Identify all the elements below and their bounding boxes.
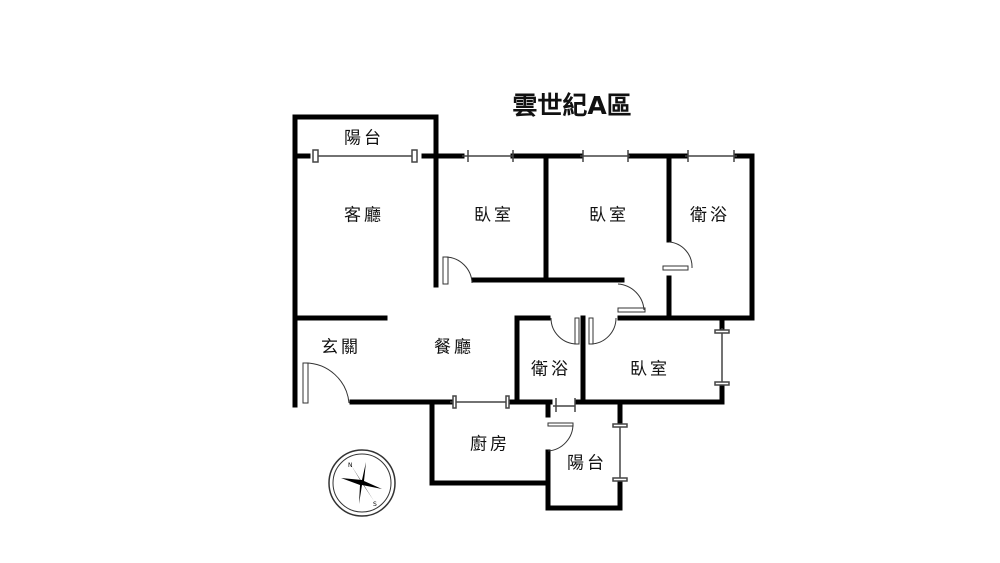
- room-balcony-top: 陽台: [344, 128, 384, 149]
- room-bedroom-2: 臥室: [589, 205, 629, 226]
- room-bathroom-2: 衛浴: [531, 359, 571, 380]
- compass-north: N: [348, 462, 353, 469]
- doors: [302, 241, 693, 452]
- plan-title: 雲世紀A區: [512, 91, 632, 120]
- room-bathroom-1: 衛浴: [690, 205, 730, 226]
- room-dining-room: 餐廳: [434, 337, 474, 358]
- compass-south: S: [373, 501, 377, 508]
- room-living-room: 客廳: [344, 205, 384, 226]
- compass-icon: N S: [328, 449, 396, 517]
- room-balcony-bottom: 陽台: [567, 453, 607, 474]
- room-entrance: 玄關: [321, 337, 361, 358]
- windows: [312, 149, 737, 482]
- walls: [292, 114, 755, 511]
- room-kitchen: 廚房: [470, 434, 510, 455]
- room-bedroom-3: 臥室: [630, 359, 670, 380]
- room-bedroom-1: 臥室: [474, 205, 514, 226]
